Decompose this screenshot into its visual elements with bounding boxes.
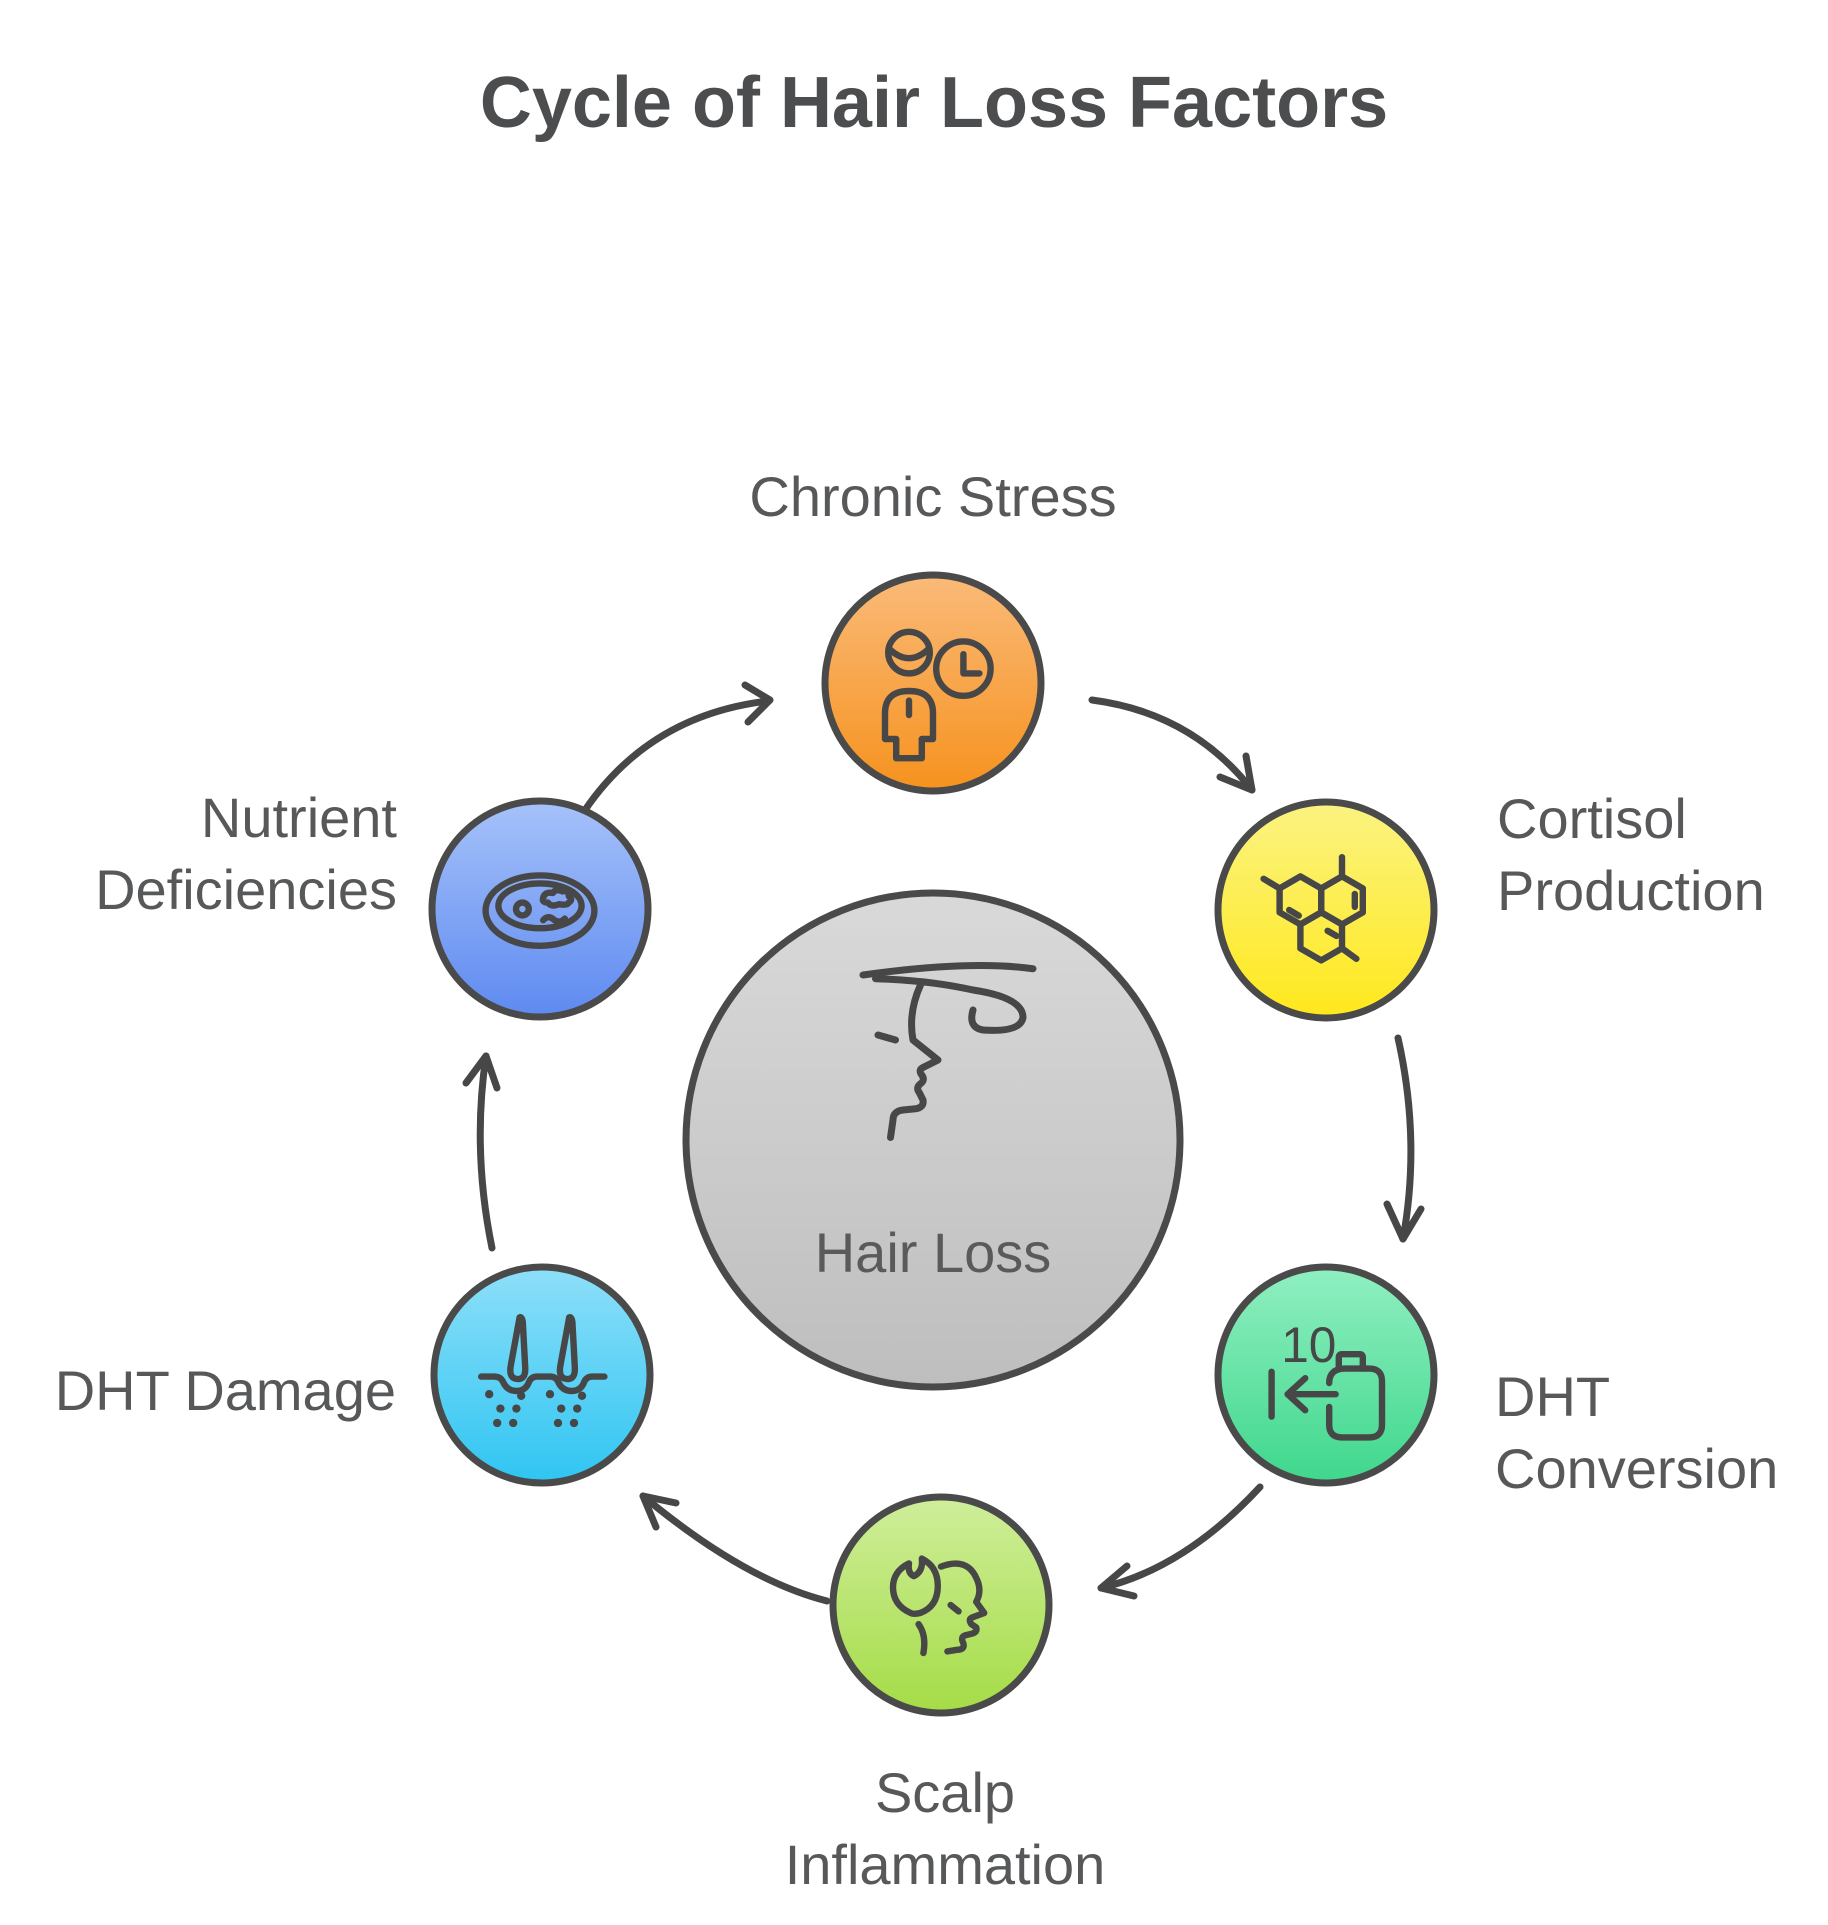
flame-icon: [889, 1555, 941, 1617]
arrow-stress-to-cortisol-icon: [1088, 696, 1256, 794]
petri-dish-icon: [482, 872, 598, 949]
label-hair-loss: Hair Loss: [683, 1217, 1183, 1289]
label-chronic-stress: Chronic Stress: [633, 461, 1233, 533]
label-line: Production: [1497, 859, 1765, 922]
conversion-count-label: 10: [1281, 1317, 1336, 1373]
flame-head-icon: [889, 1555, 988, 1657]
arrow-conversion-to-scalp-icon: [1097, 1483, 1264, 1600]
hair-loss-circle: [682, 889, 1184, 1391]
label-line: Hair Loss: [814, 1221, 1052, 1284]
label-line: Cortisol: [1497, 787, 1687, 850]
countdown-container-icon: 10: [1268, 1317, 1386, 1441]
molecule-icon: [1260, 854, 1366, 964]
node-circle-scalp-inflammation: [829, 1493, 1053, 1717]
label-cortisol-production: Cortisol Production: [1497, 783, 1828, 927]
hair-follicle-icon: [478, 1314, 608, 1428]
arrow-scalp-to-damage-icon: [639, 1492, 831, 1605]
label-line: DHT: [1495, 1365, 1611, 1428]
label-line: Deficiencies: [95, 858, 397, 921]
node-circle-nutrient-deficiencies: [428, 797, 652, 1021]
page-title: Cycle of Hair Loss Factors: [479, 63, 1389, 143]
label-scalp-inflammation: Scalp Inflammation: [645, 1757, 1245, 1901]
arrow-cortisol-to-conversion-icon: [1383, 1034, 1425, 1243]
label-nutrient-deficiencies: Nutrient Deficiencies: [0, 782, 397, 926]
label-line: DHT Damage: [54, 1359, 396, 1422]
person-clock-icon: [881, 628, 994, 762]
node-circle-chronic-stress: [821, 571, 1045, 795]
node-circle-cortisol-production: [1214, 798, 1438, 1022]
arrow-nutrient-to-stress-icon: [581, 681, 774, 814]
label-dht-damage: DHT Damage: [0, 1355, 396, 1427]
label-line: Scalp: [874, 1761, 1016, 1824]
label-line: Conversion: [1495, 1437, 1779, 1500]
clock-icon: [933, 638, 994, 699]
arrow-damage-to-nutrient-icon: [462, 1052, 501, 1252]
label-line: Nutrient: [200, 786, 397, 849]
balding-head-profile-icon: [859, 962, 1037, 1141]
label-dht-conversion: DHT Conversion: [1495, 1361, 1828, 1505]
label-line: Inflammation: [784, 1833, 1106, 1896]
node-circle-dht-conversion: [1214, 1263, 1438, 1487]
label-line: Chronic Stress: [749, 465, 1117, 528]
cycle-arrows: [462, 681, 1425, 1605]
